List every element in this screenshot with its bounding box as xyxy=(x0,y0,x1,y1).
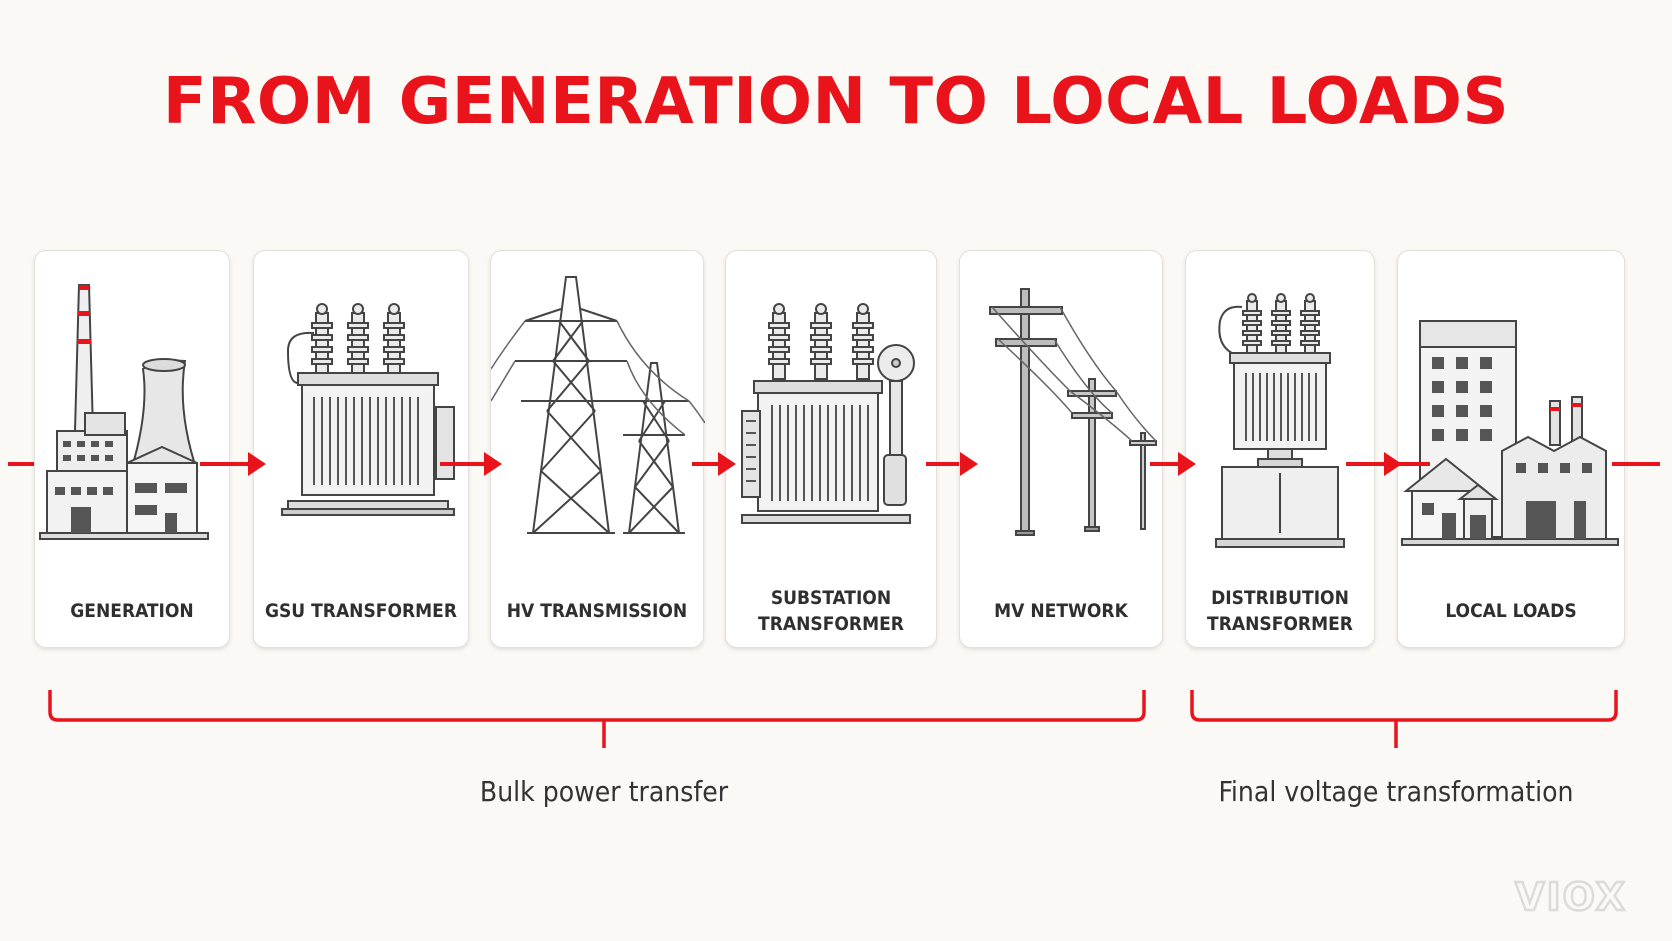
stage-card-hv-transmission: HV TRANSMISSION xyxy=(490,250,705,648)
stage-card-local-loads: LOCAL LOADS xyxy=(1397,250,1625,648)
stage-card-substation-transformer: SUBSTATION TRANSFORMER xyxy=(725,250,937,648)
group-label-bulk-power: Bulk power transfer xyxy=(479,775,729,808)
transmission-tower-icon xyxy=(491,276,705,534)
distribution-transformer-icon xyxy=(1215,293,1345,548)
stage-label-substation-transformer: SUBSTATION TRANSFORMER xyxy=(758,587,904,635)
watermark-text: VIOX xyxy=(1515,875,1627,918)
stage-card-mv-network: MV NETWORK xyxy=(959,250,1163,648)
page-title: FROM GENERATION TO LOCAL LOADS xyxy=(162,65,1510,139)
substation-transformer-icon xyxy=(741,303,915,524)
stage-label-distribution-transformer: DISTRIBUTION TRANSFORMER xyxy=(1207,587,1353,635)
stage-label-hv-transmission: HV TRANSMISSION xyxy=(506,600,688,622)
buildings-icon xyxy=(1401,320,1619,546)
stage-label-generation: GENERATION xyxy=(70,600,194,622)
utility-pole-icon xyxy=(989,288,1157,536)
viox-logo: VIOX xyxy=(1514,874,1627,918)
stage-card-distribution-transformer: DISTRIBUTION TRANSFORMER xyxy=(1185,250,1375,648)
gsu-transformer-icon xyxy=(281,303,455,516)
group-label-final-voltage: Final voltage transformation xyxy=(1218,775,1574,808)
stage-label-gsu-transformer: GSU TRANSFORMER xyxy=(264,600,458,622)
stage-label-local-loads: LOCAL LOADS xyxy=(1445,600,1577,622)
stage-card-gsu-transformer: GSU TRANSFORMER xyxy=(253,250,469,648)
power-plant-icon xyxy=(39,284,209,540)
bracket-bulk-power xyxy=(48,690,1146,722)
stage-label-mv-network: MV NETWORK xyxy=(994,600,1128,622)
bracket-final-voltage xyxy=(1190,690,1618,722)
stage-card-generation: GENERATION xyxy=(34,250,230,648)
